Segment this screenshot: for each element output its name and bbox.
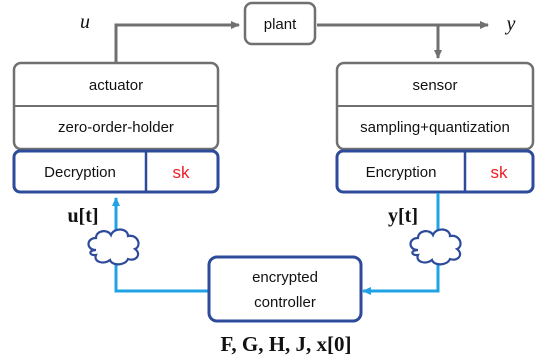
sensor-label: sensor <box>412 77 457 94</box>
actuator-block: actuator zero-order-holder <box>12 61 220 151</box>
decryption-block: Decryption sk <box>12 149 220 194</box>
actuator-label: actuator <box>89 77 143 94</box>
zero-order-holder-label: zero-order-holder <box>58 119 174 136</box>
signal-u-t-label: u[t] <box>67 205 98 227</box>
encryption-label: Encryption <box>366 164 437 181</box>
signal-y-label: y <box>505 13 516 35</box>
plant-label: plant <box>264 16 297 33</box>
decryption-label: Decryption <box>44 164 116 181</box>
controller-label-line2: controller <box>254 294 316 311</box>
cloud-icon-left <box>87 228 140 266</box>
encrypted-controller-block: encrypted controller <box>207 255 363 323</box>
encryption-block: Encryption sk <box>335 149 535 194</box>
controller-label-line1: encrypted <box>252 269 318 286</box>
decryption-secret-key: sk <box>173 163 191 182</box>
sampling-quantization-label: sampling+quantization <box>360 119 510 136</box>
cloud-icon-right <box>409 228 462 266</box>
actuator-to-plant-arrow <box>114 21 240 62</box>
signal-y-t-label: y[t] <box>388 205 418 227</box>
plant-loop-connectors <box>114 21 489 62</box>
signal-u-label: u <box>80 11 90 33</box>
controller-parameters-label: F, G, H, J, x[0] <box>220 332 351 356</box>
plant-block: plant <box>243 1 317 46</box>
encryption-secret-key: sk <box>491 163 509 182</box>
sensor-block: sensor sampling+quantization <box>335 61 535 151</box>
encryption-to-controller-arrow <box>362 193 440 295</box>
